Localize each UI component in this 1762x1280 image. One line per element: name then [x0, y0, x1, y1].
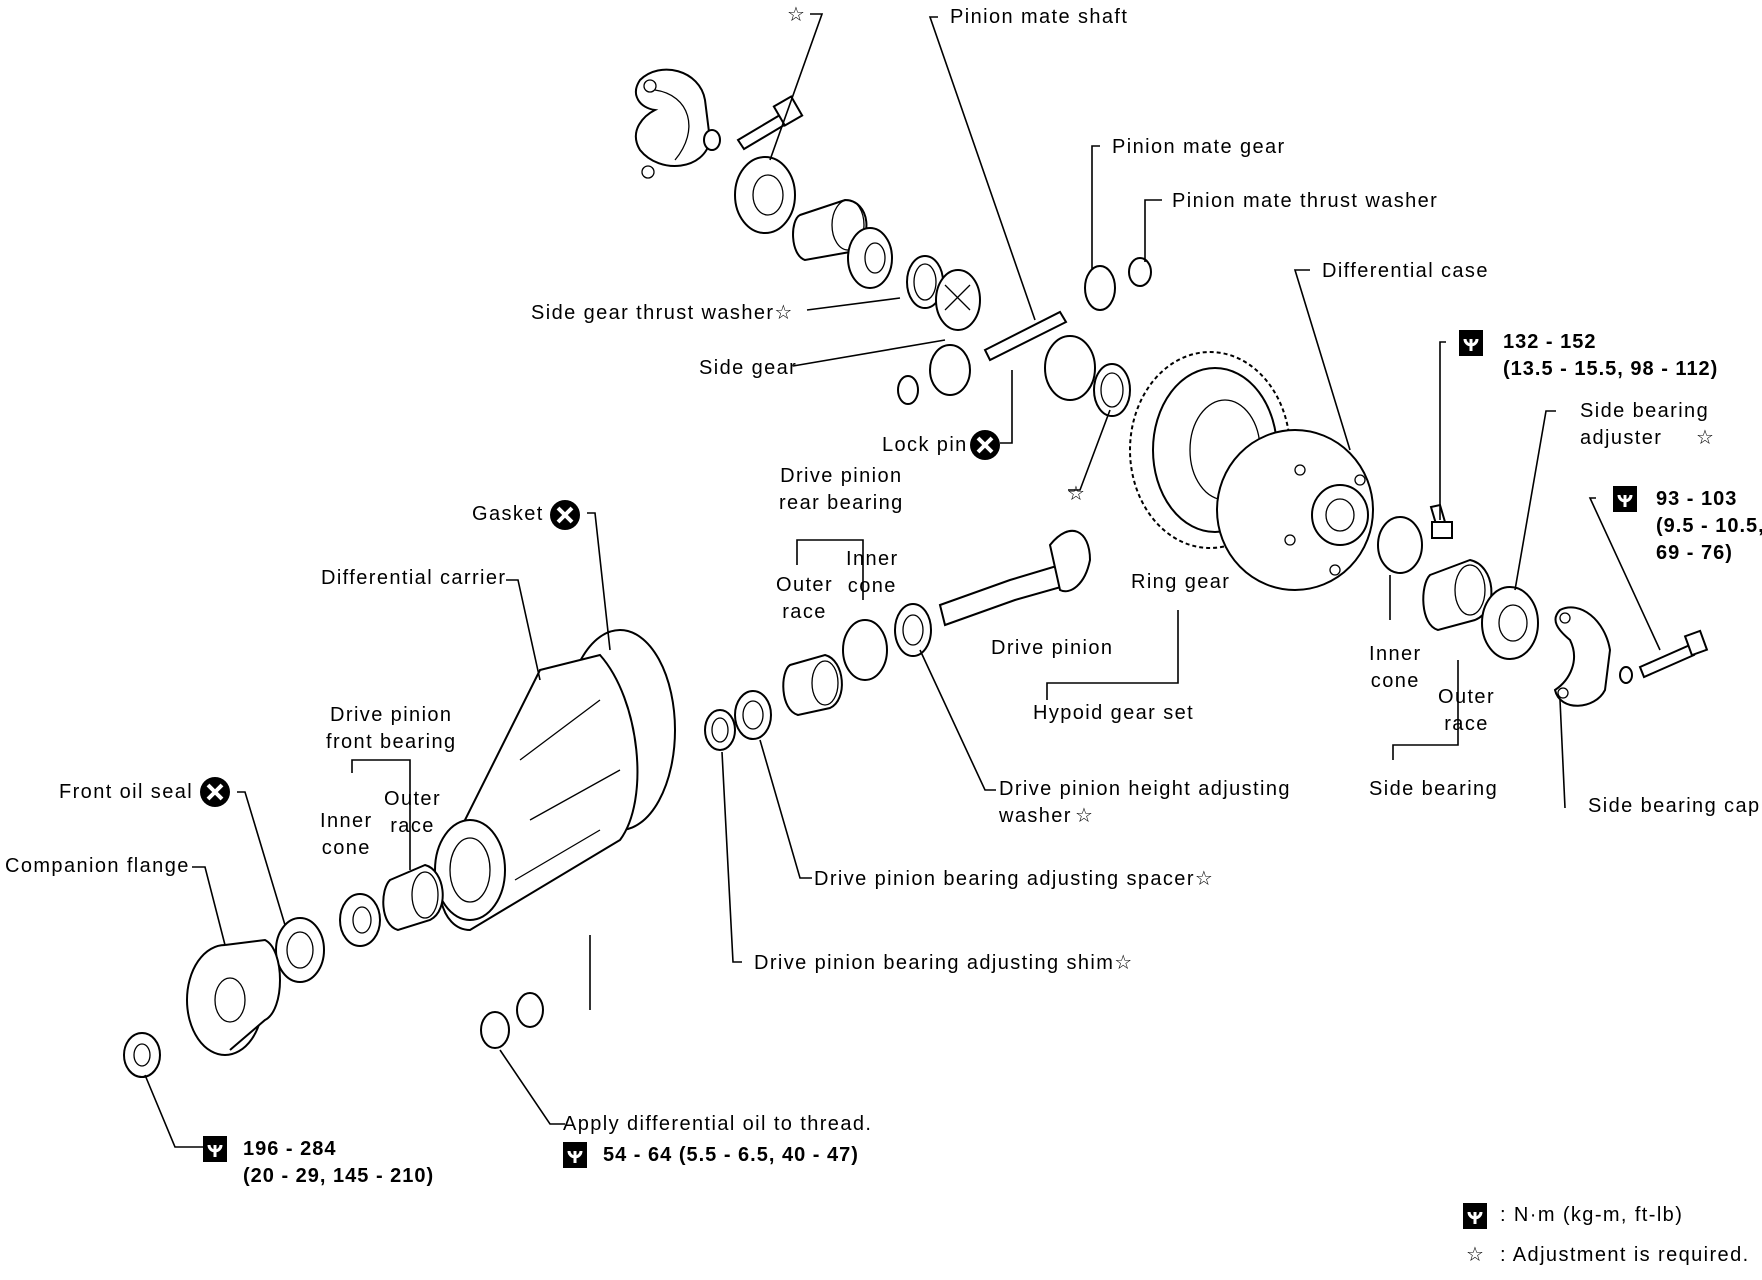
- rear-inner-cone-part: [842, 619, 888, 681]
- front-oil-seal-no-reuse-icon: [198, 775, 232, 809]
- right-cap-bolt: [1619, 629, 1709, 684]
- right-side-bearing-adjuster: [1481, 586, 1539, 660]
- label-companion-flange: Companion flange: [5, 855, 190, 877]
- legend-torque-units: : N·m (kg-m, ft-lb): [1500, 1204, 1684, 1226]
- label-bearing-adjusting-spacer: Drive pinion bearing adjusting spacer☆: [814, 868, 1215, 890]
- right-inner-cone: [1377, 516, 1423, 574]
- label-side-bearing-adjuster: Side bearing adjuster: [1580, 400, 1710, 449]
- label-pinion-mate-thrust-washer: Pinion mate thrust washer: [1172, 190, 1439, 212]
- torque-icon-drain-plug: [561, 1140, 589, 1170]
- differential-case-part: [1216, 429, 1374, 591]
- label-apply-oil: Apply differential oil to thread.: [563, 1113, 873, 1135]
- pinion-nut-part: [123, 1032, 161, 1078]
- torque-cap-bolt: 93 - 103 (9.5 - 10.5, 69 - 76): [1656, 488, 1762, 564]
- front-inner-cone-part: [339, 893, 381, 947]
- label-inner-cone-rear: Inner cone: [846, 548, 899, 597]
- legend-adjustment: : Adjustment is required.: [1500, 1244, 1750, 1266]
- label-hypoid-gear-set: Hypoid gear set: [1033, 702, 1195, 724]
- label-differential-case: Differential case: [1322, 260, 1489, 282]
- upper-side-bearing-cap: [634, 68, 712, 179]
- star-lower-pinion-washer: ☆: [1067, 483, 1087, 505]
- right-outer-race: [1422, 558, 1493, 632]
- legend-star: ☆: [1466, 1244, 1486, 1266]
- label-inner-cone-side: Inner cone: [1369, 643, 1422, 692]
- torque-drain-plug: 54 - 64 (5.5 - 6.5, 40 - 47): [603, 1144, 859, 1166]
- torque-icon-side-bolt: [1457, 328, 1485, 358]
- star-adjusting-shim: ☆: [1114, 952, 1134, 974]
- label-drive-pinion-rear-bearing: Drive pinion rear bearing: [779, 465, 904, 514]
- label-inner-cone-front: Inner cone: [320, 810, 373, 859]
- right-side-bearing-cap: [1553, 606, 1612, 707]
- upper-cap-bolt: [703, 95, 804, 151]
- label-side-bearing: Side bearing: [1369, 778, 1499, 800]
- label-pinion-mate-gear: Pinion mate gear: [1112, 136, 1286, 158]
- leader-lines: [144, 13, 1661, 1148]
- label-drive-pinion-front-bearing: Drive pinion front bearing: [326, 704, 457, 753]
- star-side-bearing-adjuster: ☆: [1696, 427, 1716, 449]
- pinion-mate-gear-part: [1084, 257, 1152, 311]
- companion-flange-part: [186, 938, 281, 1056]
- side-gear-part: [935, 269, 981, 331]
- label-outer-race-rear: Outer race: [776, 574, 834, 623]
- label-lock-pin: Lock pin: [882, 434, 968, 456]
- label-drive-pinion: Drive pinion: [991, 637, 1114, 659]
- star-top: ☆: [787, 4, 807, 26]
- label-front-oil-seal: Front oil seal: [59, 781, 194, 803]
- label-outer-race-side: Outer race: [1438, 686, 1496, 735]
- star-height-adjusting-washer: ☆: [1075, 805, 1095, 827]
- label-gasket: Gasket: [472, 503, 544, 525]
- gasket-no-reuse-icon: [548, 498, 582, 532]
- label-side-gear-thrust-washer: Side gear thrust washer☆: [531, 302, 794, 324]
- legend-torque-icon: [1461, 1201, 1489, 1231]
- height-adjusting-washer-part: [894, 603, 932, 657]
- rear-outer-race-part: [782, 653, 843, 717]
- upper-side-bearing-adjuster: [734, 156, 796, 234]
- label-side-gear: Side gear: [699, 357, 798, 379]
- drive-pinion-part: [938, 529, 1092, 627]
- label-outer-race-front: Outer race: [384, 788, 442, 837]
- adjusting-shim-part: [704, 709, 736, 751]
- drain-plug-part: [480, 992, 544, 1049]
- differential-carrier-part: [434, 629, 676, 932]
- label-side-bearing-cap: Side bearing cap: [1588, 795, 1761, 817]
- front-outer-race-part: [382, 863, 444, 932]
- upper-inner-cone: [847, 227, 893, 289]
- lock-pin-no-reuse-icon: [968, 428, 1002, 462]
- label-differential-carrier: Differential carrier: [321, 567, 507, 589]
- star-side-gear-thrust-washer: ☆: [774, 302, 794, 324]
- star-adjusting-spacer: ☆: [1194, 868, 1215, 890]
- torque-pinion-nut: 196 - 284 (20 - 29, 145 - 210): [243, 1138, 435, 1187]
- torque-side-bolt: 132 - 152 (13.5 - 15.5, 98 - 112): [1503, 331, 1719, 380]
- front-oil-seal-part: [275, 917, 325, 983]
- label-bearing-adjusting-shim: Drive pinion bearing adjusting shim☆: [754, 952, 1134, 974]
- label-ring-gear: Ring gear: [1131, 571, 1231, 593]
- lower-pinion-mate: [897, 335, 1131, 417]
- label-height-adjusting-washer: Drive pinion height adjusting washer: [999, 778, 1291, 827]
- torque-icon-pinion-nut: [201, 1134, 229, 1164]
- pinion-mate-shaft-part: [983, 310, 1068, 362]
- torque-icon-cap-bolt: [1611, 484, 1639, 514]
- right-cap-bolt-upper: [1429, 503, 1453, 539]
- label-pinion-mate-shaft: Pinion mate shaft: [950, 6, 1129, 28]
- adjusting-spacer-part: [734, 690, 772, 740]
